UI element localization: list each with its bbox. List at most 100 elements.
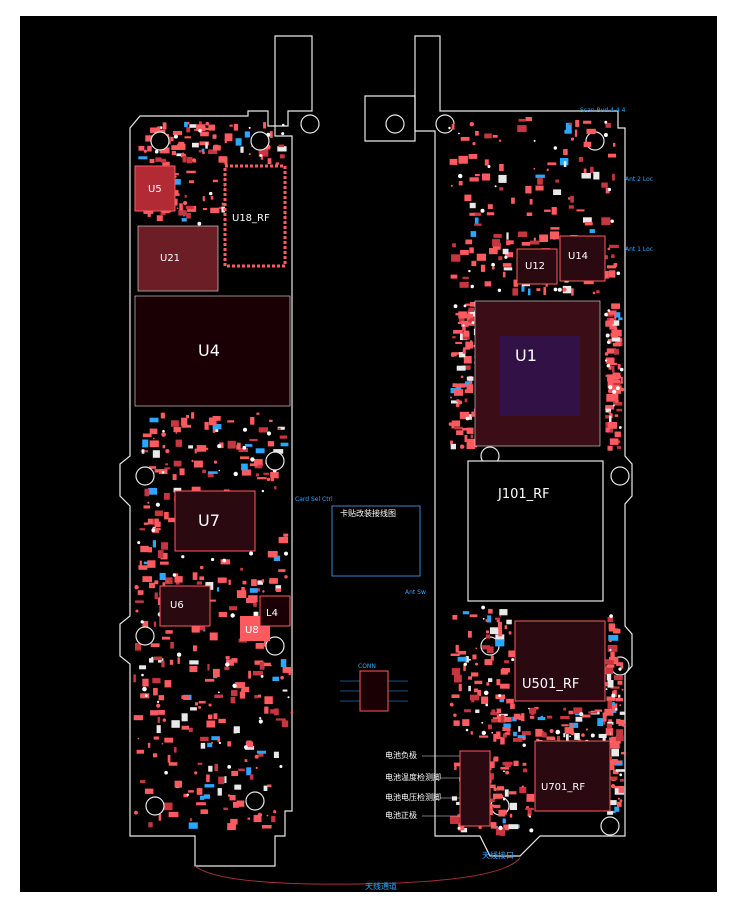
pcb-via bbox=[483, 690, 489, 696]
pcb-pad bbox=[465, 341, 473, 349]
pcb-pad bbox=[490, 804, 494, 808]
pcb-pad bbox=[162, 582, 166, 588]
pcb-pad bbox=[602, 714, 607, 722]
pcb-via bbox=[450, 396, 452, 399]
pcb-pad bbox=[608, 153, 617, 158]
pcb-pad bbox=[578, 157, 584, 162]
pcb-pad bbox=[210, 207, 220, 213]
pcb-pad bbox=[140, 545, 149, 553]
pcb-via bbox=[533, 167, 536, 170]
pcb-pad bbox=[208, 765, 213, 772]
pcb-pad bbox=[563, 707, 567, 711]
pcb-pad bbox=[475, 131, 479, 136]
pcb-pad bbox=[172, 131, 182, 136]
pcb-via bbox=[533, 139, 536, 142]
pcb-pad bbox=[581, 173, 591, 179]
pcb-pad bbox=[170, 641, 174, 649]
pcb-pad bbox=[617, 801, 622, 807]
pcb-pad bbox=[229, 606, 238, 611]
pcb-pad bbox=[534, 706, 539, 710]
pcb-via bbox=[528, 707, 530, 710]
pcb-pad bbox=[492, 135, 498, 138]
pcb-via bbox=[176, 652, 182, 657]
pcb-pad bbox=[481, 696, 489, 704]
pcb-pad bbox=[182, 156, 187, 163]
pcb-pad bbox=[476, 253, 486, 261]
pcb-pad bbox=[607, 701, 612, 709]
pcb-pad bbox=[603, 255, 608, 260]
pcb-via bbox=[453, 304, 458, 309]
pcb-pad bbox=[495, 617, 501, 620]
pcb-pad bbox=[612, 373, 621, 380]
pcb-pad bbox=[241, 587, 245, 595]
pcb-via bbox=[266, 431, 272, 436]
pcb-via bbox=[609, 648, 612, 652]
pcb-pad bbox=[465, 656, 469, 663]
pcb-pad bbox=[465, 303, 474, 306]
pcb-pad bbox=[493, 793, 503, 799]
pcb-via bbox=[458, 400, 463, 405]
pcb-via bbox=[604, 359, 608, 362]
pcb-pad bbox=[500, 737, 505, 745]
pcb-via bbox=[243, 427, 247, 432]
pcb-pad bbox=[192, 142, 199, 148]
pcb-via bbox=[498, 139, 502, 142]
pcb-pad bbox=[563, 149, 568, 155]
pcb-pad bbox=[468, 685, 471, 692]
pcb-pad bbox=[517, 735, 526, 740]
pcb-via bbox=[592, 291, 596, 295]
pcb-via bbox=[553, 146, 557, 150]
mounting-hole bbox=[610, 466, 630, 486]
pcb-pad bbox=[176, 153, 185, 157]
pcb-pad bbox=[620, 377, 623, 384]
pcb-pad bbox=[162, 445, 166, 449]
pcb-pad bbox=[616, 729, 624, 737]
pcb-pad bbox=[612, 320, 620, 326]
pcb-via bbox=[173, 134, 178, 139]
chip-label-u6: U6 bbox=[170, 600, 184, 611]
pcb-via bbox=[217, 444, 222, 449]
pcb-pad bbox=[218, 156, 228, 163]
pcb-pad bbox=[264, 706, 269, 714]
pcb-pad bbox=[497, 786, 505, 791]
pcb-pad bbox=[611, 254, 615, 259]
pcb-pad bbox=[489, 627, 499, 635]
pcb-pad bbox=[200, 131, 209, 137]
pcb-pad bbox=[281, 720, 289, 728]
pcb-via bbox=[618, 426, 622, 429]
pcb-pad bbox=[610, 686, 620, 689]
pcb-pad bbox=[160, 552, 168, 560]
pcb-pad bbox=[500, 668, 509, 675]
pcb-pad bbox=[484, 281, 492, 287]
pcb-pad bbox=[513, 713, 521, 720]
pcb-pad bbox=[269, 578, 278, 584]
pcb-pad bbox=[560, 716, 570, 720]
pcb-pad bbox=[158, 710, 165, 715]
pcb-pad bbox=[148, 547, 152, 553]
pcb-pad bbox=[612, 710, 617, 713]
pcb-via bbox=[506, 726, 510, 730]
pcb-pad bbox=[458, 352, 466, 358]
chip-u5-area: U5 bbox=[134, 165, 176, 212]
pcb-pad bbox=[463, 330, 470, 337]
pcb-pad bbox=[512, 288, 518, 296]
pcb-via bbox=[569, 735, 571, 738]
pcb-pad bbox=[275, 588, 281, 592]
inductor-l4-area: L4 bbox=[259, 595, 291, 627]
pcb-pad bbox=[546, 168, 549, 172]
pcb-pad bbox=[611, 380, 621, 386]
pcb-pad bbox=[164, 680, 172, 688]
pcb-pad bbox=[470, 694, 480, 701]
pcb-pad bbox=[564, 129, 572, 134]
pcb-pad bbox=[496, 731, 501, 739]
pcb-pad bbox=[279, 154, 285, 159]
pcb-pad bbox=[615, 735, 624, 741]
pcb-via bbox=[491, 732, 494, 734]
pcb-via bbox=[151, 656, 154, 660]
blue-notes: Scan Bud 4 4 4 Ant 2 Loc Ant 1 Loc Card … bbox=[295, 107, 653, 596]
pcb-via bbox=[502, 798, 506, 801]
pcb-pad bbox=[568, 205, 574, 209]
pcb-via bbox=[199, 565, 204, 570]
pcb-pad bbox=[179, 203, 183, 211]
pcb-via bbox=[619, 799, 623, 802]
